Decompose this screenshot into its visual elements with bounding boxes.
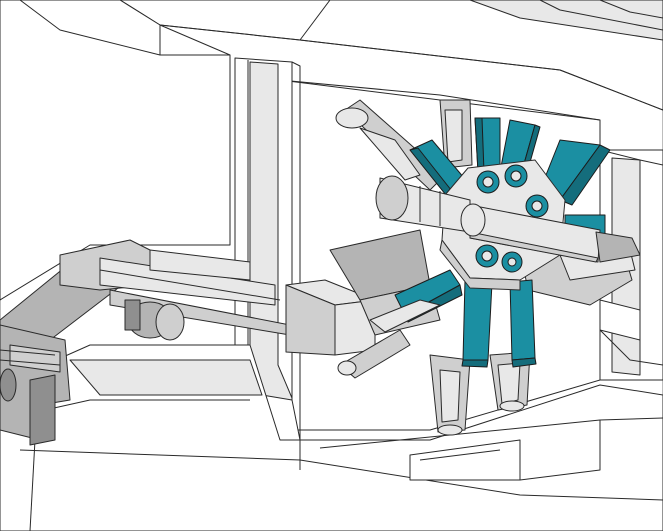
tool-holder-teal-s2 (509, 279, 537, 368)
gripper-jaw (0, 368, 17, 402)
loader-arm (0, 239, 291, 446)
tool-holder-teal-ene (539, 139, 611, 206)
chip-chute (369, 299, 663, 366)
tool-holder-lower-left (337, 329, 411, 379)
tool-holder-teal-n (474, 117, 501, 173)
tool-holder-upper-left (335, 99, 446, 191)
tool-holder-teal-s1 (461, 279, 493, 368)
tool-holder-bottom-left (429, 354, 471, 436)
tool-holder-top (439, 99, 473, 169)
tool-turret (335, 99, 641, 436)
hub-bolts (475, 164, 549, 273)
boring-bar-tool (375, 175, 641, 263)
